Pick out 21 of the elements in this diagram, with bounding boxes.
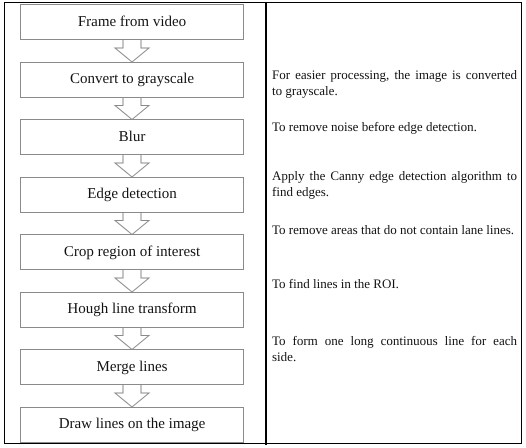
- process-box: Edge detection: [20, 176, 244, 212]
- process-box: Draw lines on the image: [20, 406, 244, 442]
- process-box: Merge lines: [20, 349, 244, 385]
- description-text: For easier processing, the image is converted to grayscale.: [272, 67, 517, 99]
- hollow-arrow: [114, 212, 150, 236]
- hollow-arrow: [114, 384, 150, 408]
- description-text: To find lines in the ROI.: [272, 276, 400, 292]
- process-box: Convert to grayscale: [20, 62, 244, 98]
- process-box: Blur: [20, 119, 244, 155]
- description-text: To remove areas that do not contain lane lines.: [272, 222, 516, 238]
- hollow-arrow: [114, 39, 150, 63]
- description-text: To form one long continuous line for each side.: [272, 333, 517, 365]
- description-text: To remove noise before edge detection.: [272, 119, 478, 135]
- description-text: Apply the Canny edge detection algorithm to find edges.: [272, 168, 517, 200]
- process-box: Hough line transform: [20, 292, 244, 328]
- process-box: Frame from video: [20, 4, 244, 40]
- process-box: Crop region of interest: [20, 234, 244, 270]
- hollow-arrow: [114, 154, 150, 178]
- hollow-arrow: [114, 96, 150, 120]
- hollow-arrow: [114, 269, 150, 293]
- hollow-arrow: [114, 326, 150, 350]
